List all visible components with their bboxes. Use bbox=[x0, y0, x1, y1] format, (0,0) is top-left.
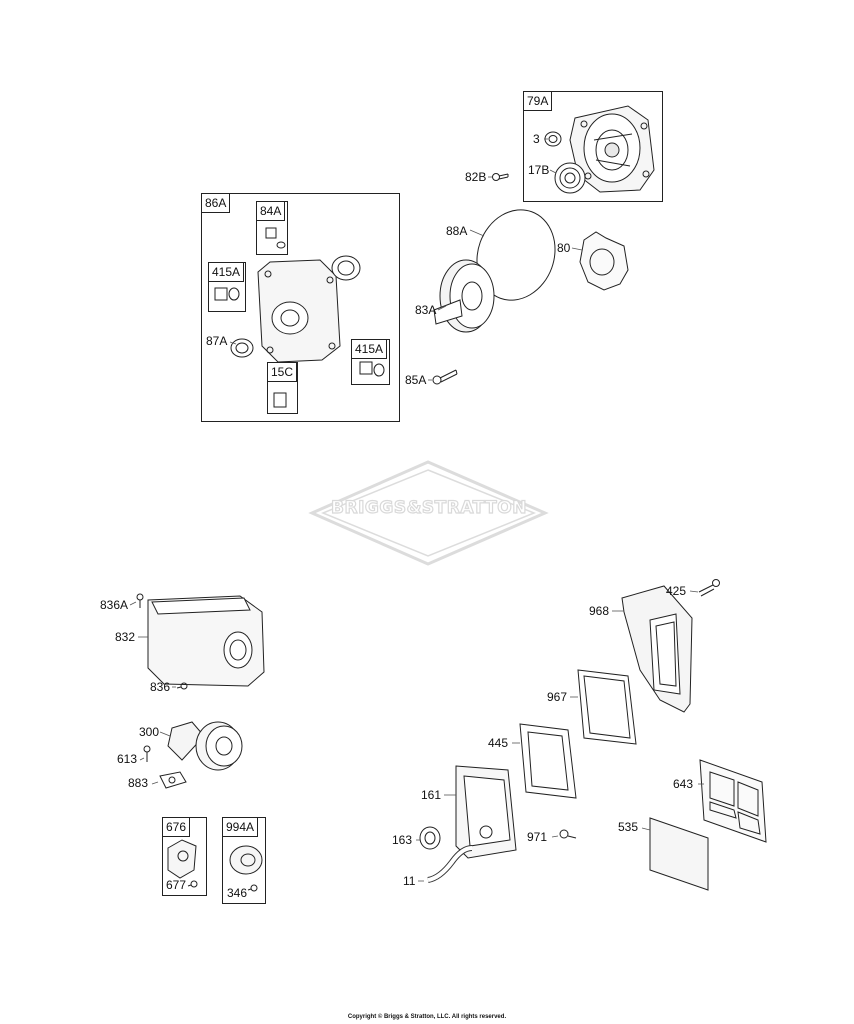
part-label-88A: 88A bbox=[446, 224, 468, 238]
part-label-643: 643 bbox=[673, 777, 694, 791]
oil-plug-part bbox=[359, 361, 385, 377]
part-label-832: 832 bbox=[115, 630, 136, 644]
watermark-brand-text: BRIGGS&STRATTON bbox=[330, 497, 527, 518]
air-cleaner-cover-part bbox=[621, 585, 693, 713]
part-label-86A: 86A bbox=[201, 193, 231, 213]
seal-part bbox=[230, 338, 254, 358]
drive-hub-part bbox=[433, 259, 495, 333]
screw-part bbox=[176, 682, 188, 690]
part-label-15C: 15C bbox=[267, 362, 298, 382]
part-label-83A: 83A bbox=[415, 303, 437, 317]
air-cleaner-base-part bbox=[455, 765, 517, 859]
part-label-425: 425 bbox=[666, 584, 687, 598]
bolt-part bbox=[698, 579, 720, 597]
group-box-86A bbox=[201, 193, 400, 422]
oil-seal-part bbox=[544, 131, 562, 147]
screw-part bbox=[136, 593, 144, 608]
air-filter-grille-part bbox=[699, 759, 767, 843]
part-label-883: 883 bbox=[128, 776, 149, 790]
part-label-415A: 415A bbox=[208, 262, 245, 282]
foam-filter-part bbox=[649, 817, 709, 891]
spark-arrestor-part bbox=[229, 845, 263, 875]
part-label-971: 971 bbox=[527, 830, 548, 844]
part-label-535: 535 bbox=[618, 820, 639, 834]
adapter-plate-part bbox=[579, 231, 629, 291]
part-label-836A: 836A bbox=[100, 598, 129, 612]
heat-shield-part bbox=[167, 839, 197, 879]
part-label-967: 967 bbox=[547, 690, 568, 704]
leader-lines bbox=[129, 138, 704, 882]
dipstick-plug-part bbox=[273, 392, 287, 408]
bearing-part bbox=[554, 162, 586, 194]
breather-part bbox=[265, 227, 286, 249]
cylinder-shroud-part bbox=[147, 595, 265, 687]
part-label-85A: 85A bbox=[405, 373, 427, 387]
copyright-notice: Copyright © Briggs & Stratton, LLC. All … bbox=[347, 1014, 507, 1020]
part-label-11: 11 bbox=[403, 874, 416, 888]
part-label-613: 613 bbox=[117, 752, 138, 766]
air-filter-part bbox=[577, 669, 637, 745]
part-label-445: 445 bbox=[488, 736, 509, 750]
part-label-3: 3 bbox=[533, 132, 540, 146]
gear-case-part bbox=[257, 259, 341, 363]
screw-part bbox=[247, 884, 258, 892]
group-box-79A bbox=[523, 91, 663, 202]
part-label-676: 676 bbox=[162, 817, 191, 837]
part-label-677: 677 bbox=[166, 878, 187, 892]
part-label-994A: 994A bbox=[222, 817, 259, 837]
oil-plug-part bbox=[214, 287, 240, 301]
pre-cleaner-part bbox=[519, 723, 577, 799]
gasket-part bbox=[419, 826, 441, 850]
part-label-968: 968 bbox=[589, 604, 610, 618]
part-label-836: 836 bbox=[150, 680, 171, 694]
part-label-346: 346 bbox=[227, 886, 248, 900]
part-label-87A: 87A bbox=[206, 334, 228, 348]
screw-part bbox=[492, 173, 509, 181]
screw-part bbox=[143, 745, 151, 762]
part-label-163: 163 bbox=[392, 833, 413, 847]
bearing-part bbox=[331, 255, 361, 281]
bolt-part bbox=[432, 369, 458, 385]
briggs-stratton-watermark-logo bbox=[308, 460, 549, 566]
part-label-300: 300 bbox=[139, 725, 160, 739]
screw-part bbox=[187, 880, 198, 888]
part-label-17B: 17B bbox=[528, 163, 550, 177]
screw-part bbox=[559, 829, 577, 839]
muffler-gasket-part bbox=[159, 771, 187, 789]
crankcase-cover-part bbox=[569, 105, 655, 193]
gasket-part bbox=[476, 209, 556, 301]
part-label-80: 80 bbox=[557, 241, 571, 255]
part-label-82B: 82B bbox=[465, 170, 487, 184]
part-label-84A: 84A bbox=[256, 201, 286, 221]
muffler-part bbox=[167, 721, 243, 771]
part-label-79A: 79A bbox=[523, 91, 553, 111]
part-label-161: 161 bbox=[421, 788, 442, 802]
part-label-415A: 415A bbox=[351, 339, 388, 359]
